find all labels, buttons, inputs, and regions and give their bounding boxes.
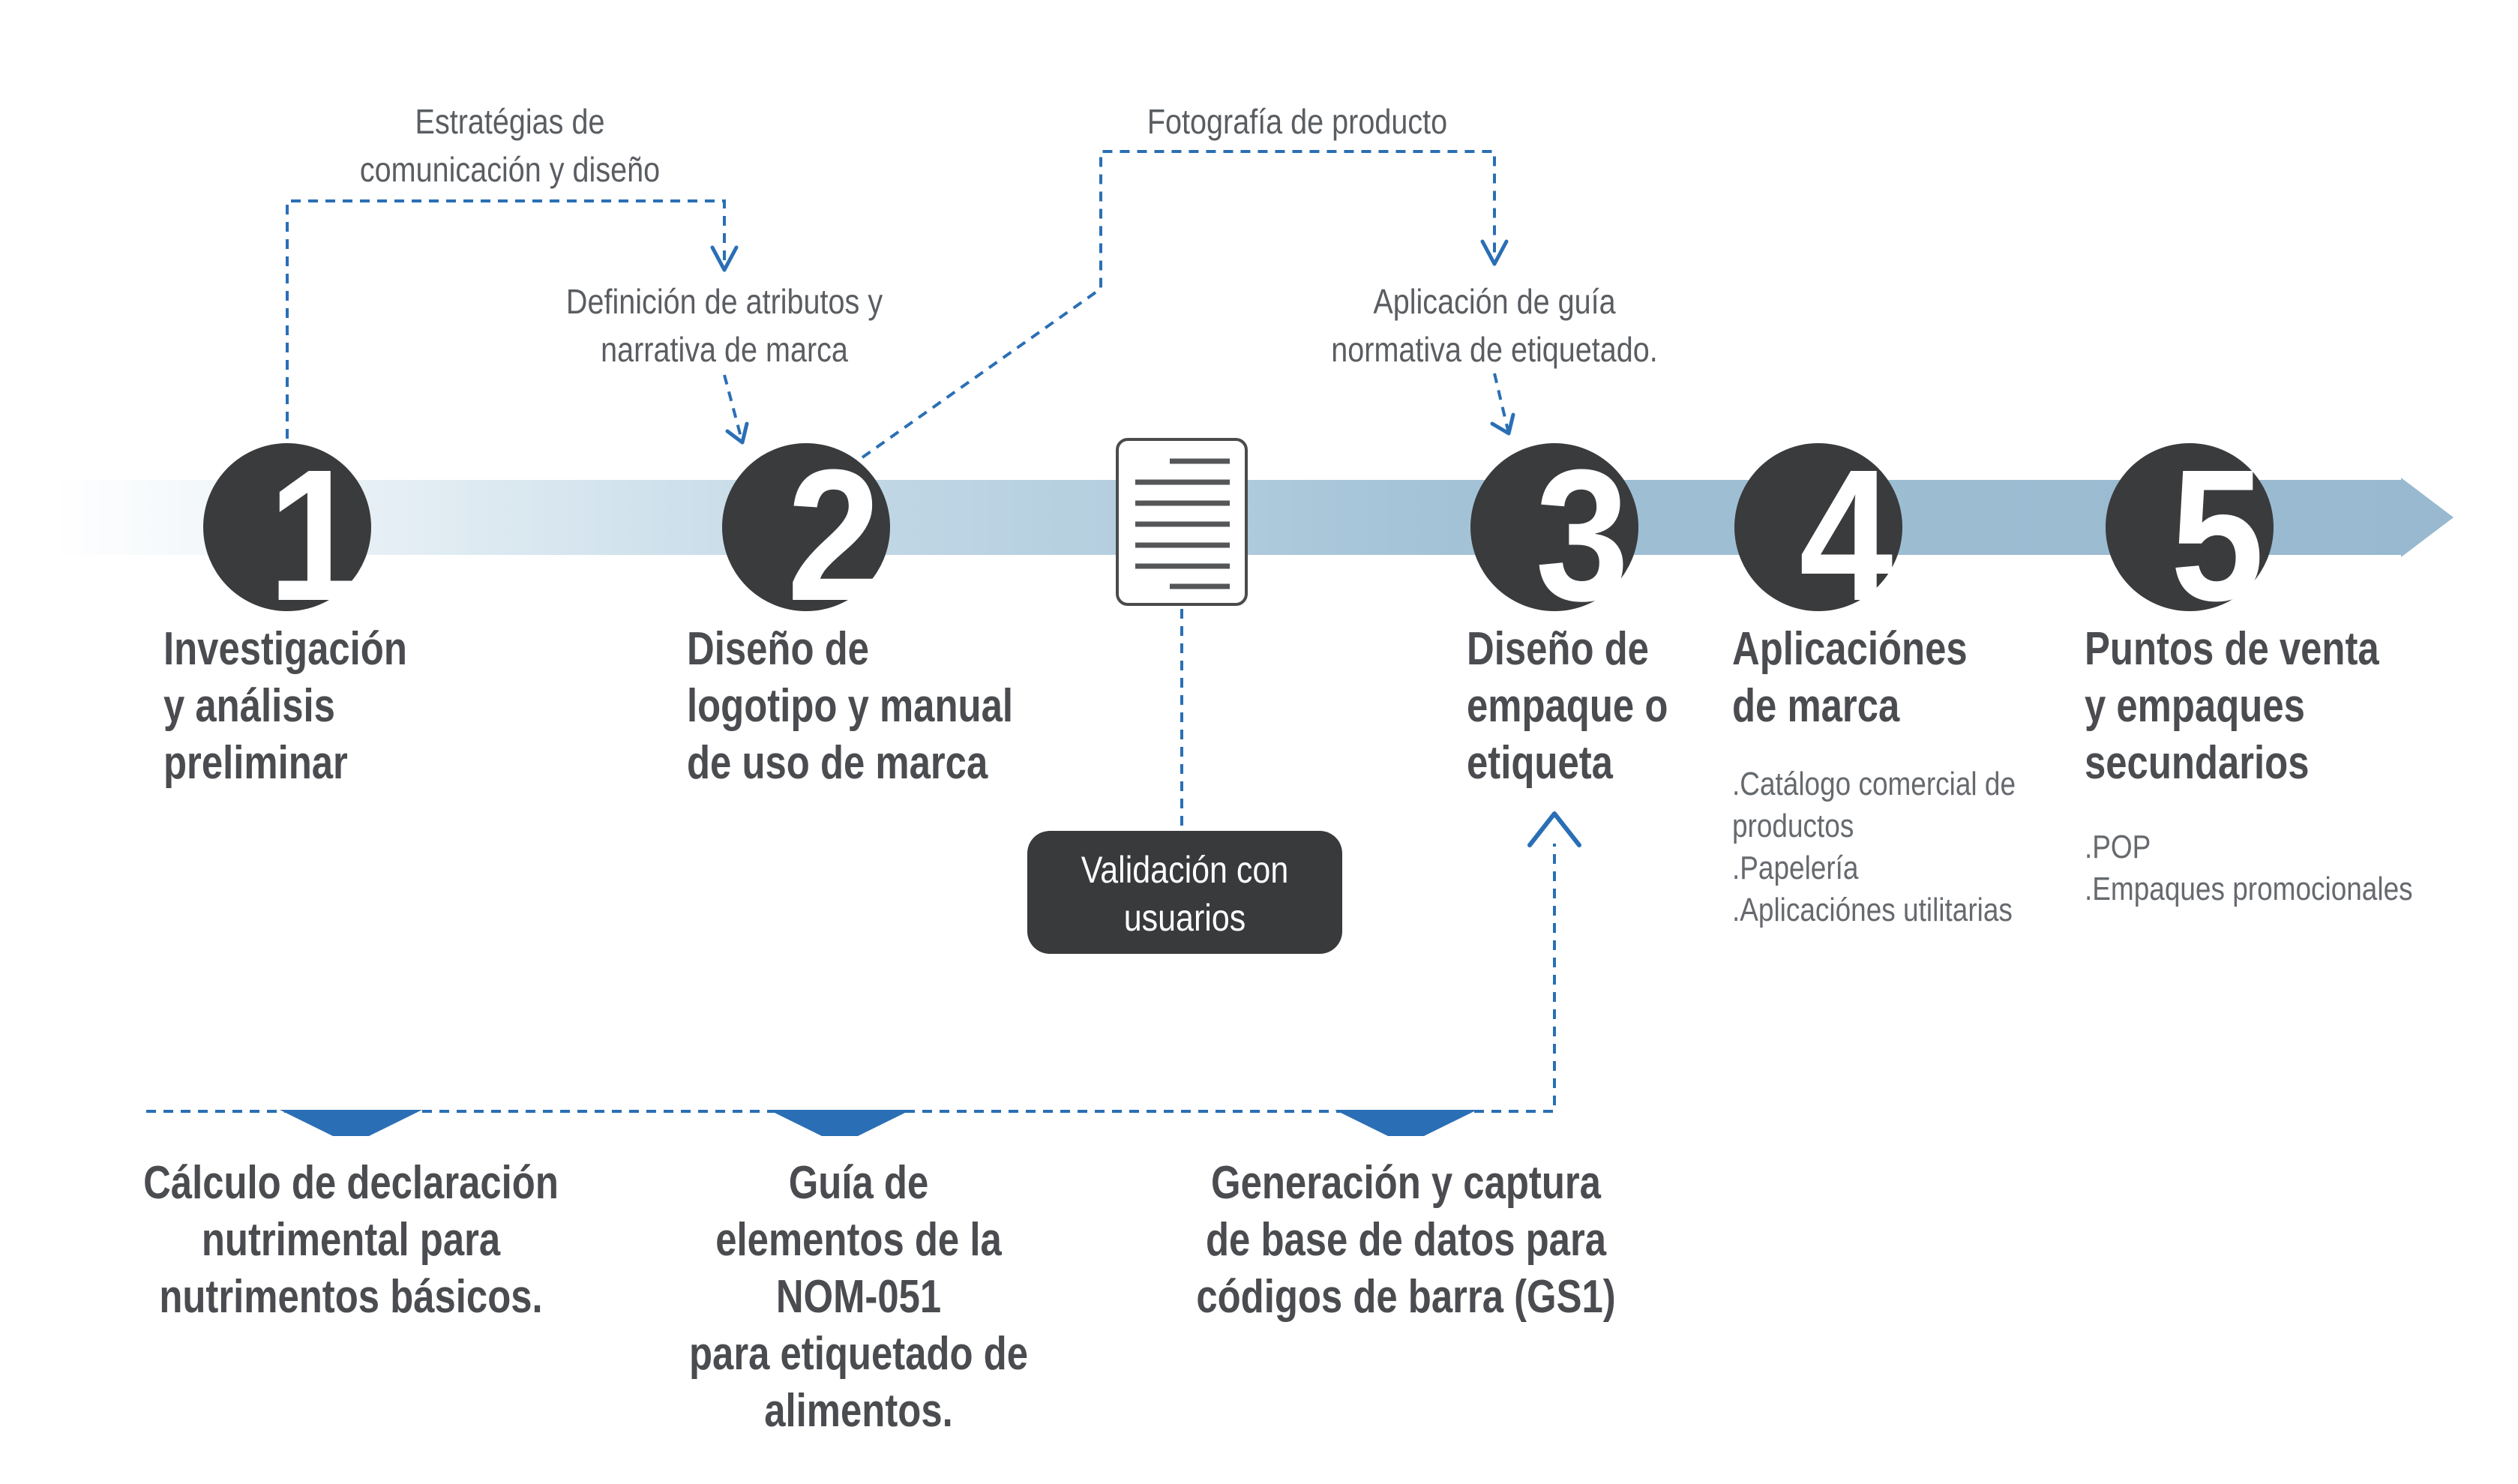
arrowheads	[710, 239, 1581, 847]
list-item: .Empaques promocionales	[2085, 871, 2413, 907]
annotation-labeling-guide: Aplicación de guía normativa de etiqueta…	[1331, 282, 1658, 369]
validation-box: Validación con usuarios	[1027, 831, 1342, 954]
arrowhead-up-step3	[1527, 811, 1581, 847]
timeline-arrow	[52, 478, 2454, 557]
step-circles	[203, 443, 2274, 611]
step-circle-2	[722, 443, 890, 611]
step-number-5: 5	[2170, 431, 2264, 640]
connector-strategies	[286, 199, 726, 439]
step-title-2: Diseño de logotipo y manual de uso de ma…	[687, 623, 1013, 789]
step-circle-4	[1734, 443, 1902, 611]
list-item: productos	[1732, 808, 1854, 844]
step-title-3: Diseño de empaque o etiqueta	[1467, 623, 1668, 789]
arrowhead-labeling	[1490, 412, 1515, 436]
marker-gs1	[1335, 1110, 1477, 1136]
step-number-4: 4	[1799, 431, 1893, 640]
marker-nom051	[769, 1110, 911, 1136]
list-item: .Catálogo comercial de	[1732, 766, 2016, 802]
annotation-strategies: Estratégias de comunicación y diseño	[359, 102, 661, 189]
dashed-connectors	[146, 150, 1556, 1113]
arrowhead-photography	[1480, 239, 1509, 266]
arrowhead-strategies	[710, 245, 739, 272]
step-title-5: Puntos de venta y empaques secundarios	[2085, 623, 2379, 789]
list-item: .POP	[2085, 829, 2151, 865]
marker-nutrition	[280, 1110, 422, 1136]
step-number-1: 1	[268, 431, 361, 640]
bottom-label-gs1: Generación y captura de base de datos pa…	[1196, 1157, 1616, 1323]
step-number-3: 3	[1535, 431, 1629, 640]
step-circle-3	[1470, 443, 1638, 611]
step-number-2: 2	[787, 431, 880, 640]
step-circle-1	[203, 443, 371, 611]
list-item: .Papelería	[1732, 850, 1859, 886]
step-title-4: Aplicaciónes de marca	[1732, 623, 1968, 732]
list-item: .Aplicaciónes utilitarias	[1732, 892, 2013, 928]
step-title-1: Investigación y análisis preliminar	[163, 623, 407, 789]
connector-attributes	[723, 374, 744, 443]
annotation-attributes: Definición de atributos y narrativa de m…	[565, 282, 883, 369]
step-items-5: .POP .Empaques promocionales	[2085, 826, 2413, 910]
step-items-4: .Catálogo comercial de productos .Papele…	[1732, 763, 2016, 931]
bottom-label-nom051: Guía de elementos de la NOM-051 para eti…	[689, 1157, 1028, 1437]
arrowhead-attributes	[725, 421, 749, 445]
bottom-label-nutrition: Cálculo de declaración nutrimental para …	[143, 1157, 559, 1323]
document-icon	[1116, 438, 1248, 606]
step-circle-5	[2106, 443, 2274, 611]
validation-label: Validación con usuarios	[1081, 849, 1289, 939]
bottom-markers	[280, 1110, 1477, 1136]
connector-bottom-line	[146, 844, 1556, 1113]
annotation-photography: Fotografía de producto	[1147, 102, 1448, 141]
connector-photography	[861, 150, 1496, 459]
